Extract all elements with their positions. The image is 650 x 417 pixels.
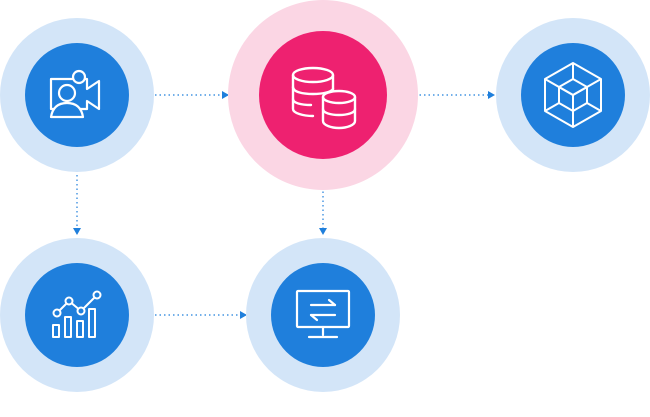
database-stack-icon <box>291 66 357 130</box>
node-database[interactable] <box>228 0 418 190</box>
node-cube[interactable] <box>496 18 650 172</box>
node-video-person-core <box>25 43 129 147</box>
monitor-transfer-icon <box>295 289 351 339</box>
hexagon-cube-icon <box>544 62 602 128</box>
node-analytics-core <box>25 263 129 367</box>
node-monitor[interactable] <box>246 238 400 392</box>
node-analytics[interactable] <box>0 238 154 392</box>
node-video-person[interactable] <box>0 18 154 172</box>
line-bar-chart-icon <box>52 290 102 338</box>
video-camera-person-icon <box>49 69 101 119</box>
